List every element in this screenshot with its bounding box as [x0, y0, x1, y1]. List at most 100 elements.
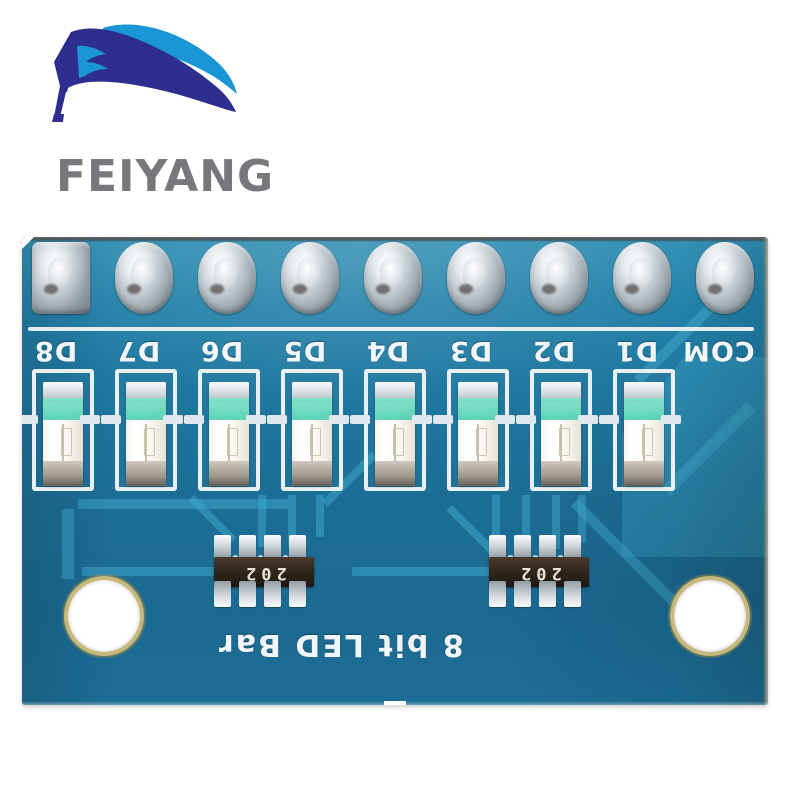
led-die-mark — [641, 428, 653, 456]
pin-label-d4: D4 — [366, 335, 410, 366]
led-terminal-top — [624, 382, 664, 403]
pcb-board: D8 D7 D6 D5 D4 D3 D2 D1 COM — [22, 237, 768, 705]
resnet-pin — [214, 535, 231, 559]
led-die-line — [311, 424, 313, 464]
led-die-line — [477, 424, 479, 464]
resnet-pin — [239, 581, 256, 607]
solder-pad-d7[interactable] — [115, 242, 173, 314]
resnet-pin — [514, 581, 531, 607]
copper-trace — [352, 567, 512, 576]
board-bottom-notch — [384, 701, 406, 705]
led-pad-wing — [599, 415, 619, 424]
solder-specular — [126, 283, 141, 294]
led-terminal-top — [43, 382, 83, 403]
resnet-pin — [264, 581, 281, 607]
resnet-pin — [539, 581, 556, 607]
solder-pad-d8[interactable] — [32, 242, 90, 314]
led-phosphor — [458, 398, 498, 420]
pin-label-d2: D2 — [532, 335, 576, 366]
led-die-line — [228, 424, 230, 464]
led-pad-wing — [661, 415, 681, 424]
solder-specular — [458, 283, 473, 294]
board-right-edge — [763, 237, 768, 705]
solder-pad-d5[interactable] — [281, 242, 339, 314]
led-terminal-top — [541, 382, 581, 403]
led-pad-wing — [433, 415, 453, 424]
pin-label-d5: D5 — [283, 335, 327, 366]
solder-specular — [375, 283, 390, 294]
solder-pad-d6[interactable] — [198, 242, 256, 314]
copper-trace — [258, 495, 266, 547]
solder-pad-d2[interactable] — [530, 242, 588, 314]
copper-trace — [62, 509, 74, 579]
resnet-marking: 202 — [516, 562, 562, 583]
led-die-line — [145, 424, 147, 464]
pin-label-d7: D7 — [117, 335, 161, 366]
led-component — [458, 382, 498, 486]
led-terminal-bottom — [458, 461, 498, 486]
pin-label-row: D8 D7 D6 D5 D4 D3 D2 D1 COM — [22, 335, 768, 371]
led-footprint-d2 — [530, 369, 592, 491]
led-terminal-top — [375, 382, 415, 403]
led-component — [209, 382, 249, 486]
led-component — [541, 382, 581, 486]
led-pad-wing — [329, 415, 349, 424]
resnet-pin — [564, 535, 581, 559]
led-terminal-bottom — [292, 461, 332, 486]
mounting-hole-right — [674, 580, 746, 652]
feiyang-wave-logo-icon — [30, 22, 245, 134]
solder-specular — [292, 283, 307, 294]
resnet-pin — [539, 535, 556, 559]
resnet-pin — [239, 535, 256, 559]
led-terminal-bottom — [126, 461, 166, 486]
resnet-pin — [214, 581, 231, 607]
led-die-mark — [309, 428, 321, 456]
led-phosphor — [541, 398, 581, 420]
led-component — [375, 382, 415, 486]
brand-logo: FEIYANG — [30, 22, 273, 199]
led-terminal-bottom — [624, 461, 664, 486]
led-phosphor — [292, 398, 332, 420]
resnet-pin — [514, 535, 531, 559]
led-die-mark — [143, 428, 155, 456]
resnet-pin — [289, 581, 306, 607]
mounting-hole-left — [68, 580, 140, 652]
led-pad-wing — [184, 415, 204, 424]
copper-trace — [288, 495, 296, 547]
led-pad-wing — [163, 415, 183, 424]
led-pad-wing — [80, 415, 100, 424]
solder-specular — [541, 283, 556, 294]
led-component — [43, 382, 83, 486]
board-name-silkscreen: 8 bit LED Bar — [217, 627, 577, 669]
led-component — [126, 382, 166, 486]
led-pad-wing — [101, 415, 121, 424]
solder-specular — [624, 283, 639, 294]
led-footprint-d8 — [32, 369, 94, 491]
led-pad-wing — [412, 415, 432, 424]
led-pad-wing — [516, 415, 536, 424]
pin-label-d1: D1 — [615, 335, 659, 366]
led-footprint-d1 — [613, 369, 675, 491]
resistor-network-right: 202 — [483, 535, 595, 607]
led-terminal-bottom — [43, 461, 83, 486]
led-die-line — [643, 424, 645, 464]
copper-trace — [552, 495, 560, 549]
copper-trace — [316, 495, 324, 537]
led-terminal-top — [292, 382, 332, 403]
led-die-line — [62, 424, 64, 464]
solder-pad-com[interactable] — [696, 242, 754, 314]
board-top-edge — [22, 237, 768, 242]
solder-pad-d4[interactable] — [364, 242, 422, 314]
led-terminal-top — [126, 382, 166, 403]
led-footprint-d3 — [447, 369, 509, 491]
board-name-text: 8 bit LED Bar — [217, 627, 464, 662]
led-footprint-d7 — [115, 369, 177, 491]
solder-pad-d3[interactable] — [447, 242, 505, 314]
copper-trace — [492, 495, 500, 549]
copper-trace — [78, 499, 288, 509]
led-pad-wing — [578, 415, 598, 424]
led-phosphor — [209, 398, 249, 420]
copper-trace — [578, 495, 586, 543]
solder-pad-d1[interactable] — [613, 242, 671, 314]
led-footprint-d4 — [364, 369, 426, 491]
